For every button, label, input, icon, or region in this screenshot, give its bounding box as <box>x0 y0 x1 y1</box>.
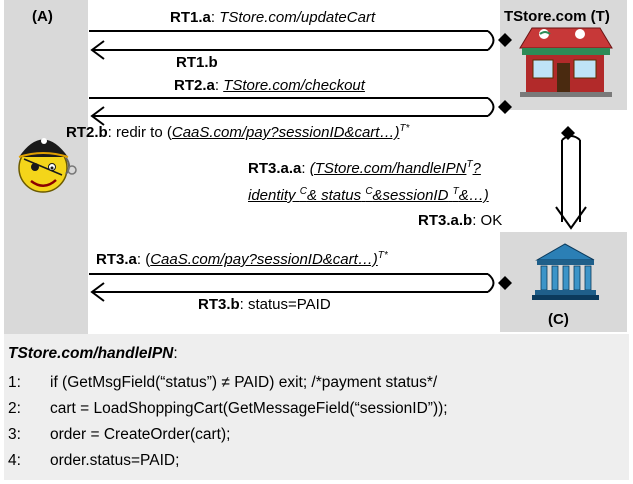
code-line-number: 4: <box>8 452 21 469</box>
code-line-number: 3: <box>8 426 21 443</box>
entity-c-label: (C) <box>548 311 569 328</box>
code-line-1: 1: if (GetMsgField(“status”) ≠ PAID) exit… <box>8 373 437 393</box>
rt2-turn <box>487 97 495 117</box>
rt3ab-text: : OK <box>472 212 503 229</box>
code-line-3: 3: order = CreateOrder(cart); <box>8 425 230 445</box>
pirate-smiley-icon <box>18 138 77 193</box>
rt3a-turn <box>561 135 581 141</box>
code-line-text: order = CreateOrder(cart); <box>50 426 231 443</box>
rt2a-url: TStore.com/checkout <box>223 77 365 94</box>
rt3aa-line2-c-sup: T <box>452 186 459 197</box>
rt3b-id: RT3.b <box>198 296 240 313</box>
bank-building-icon <box>532 243 599 300</box>
rt3aa-line2-b-sup: C <box>365 186 373 197</box>
rt3aa-line2-c: &sessionID <box>372 187 449 204</box>
rt3a-sup: T* <box>377 250 388 261</box>
rt3b-label: RT3.b: status=PAID <box>198 296 331 314</box>
rt1b-arrowhead <box>90 40 105 60</box>
rt3aa-line2-b: & status <box>306 187 362 204</box>
rt1-diamond <box>498 33 512 47</box>
rt3aa-line2-a-sup: C <box>299 186 307 197</box>
rt2b-label: RT2.b: redir to (CaaS.com/pay?sessionID&… <box>66 124 409 142</box>
rt2b-id: RT2.b <box>66 124 108 141</box>
rt1b-label: RT1.b <box>176 54 218 71</box>
code-line-text: if (GetMsgField(“status”) ≠ PAID) exit; … <box>50 374 438 391</box>
code-title-text: TStore.com/handleIPN <box>8 345 174 362</box>
entity-a-label: (A) <box>32 8 53 25</box>
rt2a-sep: : <box>214 77 224 94</box>
rt3a-id: RT3.a <box>96 251 137 268</box>
rt1a-url: TStore.com/updateCart <box>219 9 376 26</box>
rt3-diamond <box>498 276 512 290</box>
rt2-diamond <box>498 100 512 114</box>
rt3aa-id: RT3.a.a <box>248 160 302 177</box>
rt3aa-line1-sup: T <box>466 159 473 170</box>
rt3b-text: : status=PAID <box>239 296 331 313</box>
code-line-text: order.status=PAID; <box>50 452 180 469</box>
rt3a-label: RT3.a: (CaaS.com/pay?sessionID&cart…)T* <box>96 251 388 269</box>
rt3aa-line2-d: &…) <box>458 187 489 204</box>
rt1a-label: RT1.a: TStore.com/updateCart <box>170 9 375 27</box>
rt3aa-line1: (TStore.com/handleIPN <box>309 160 467 177</box>
rt3b-arrowhead <box>90 282 105 302</box>
rt3ab-id: RT3.a.b <box>418 212 473 229</box>
rt3aa-label-line1: RT3.a.a: (TStore.com/handleIPNT? <box>248 160 481 178</box>
rt3aa-sep: : <box>301 160 310 177</box>
rt3ab-label: RT3.a.b: OK <box>418 212 502 230</box>
code-title-suffix: : <box>173 345 178 362</box>
rt2b-sup: T* <box>399 123 410 134</box>
rt1-turn <box>487 30 495 51</box>
rt2b-text: : redir to ( <box>107 124 172 141</box>
rt3-turn <box>487 273 495 293</box>
rt2b-arrowhead <box>90 106 105 126</box>
rt3a-url: CaaS.com/pay?sessionID&cart…) <box>150 251 378 268</box>
code-line-2: 2: cart = LoadShoppingCart(GetMessageFiel… <box>8 399 448 419</box>
rt3aa-line2-a: identity <box>248 187 296 204</box>
code-line-text: cart = LoadShoppingCart(GetMessageField(… <box>50 400 448 417</box>
storefront-icon <box>519 27 613 97</box>
rt3aa-arrowhead <box>555 206 587 230</box>
code-line-number: 1: <box>8 374 21 391</box>
rt3a-text: : ( <box>136 251 151 268</box>
rt1a-id: RT1.a <box>170 9 211 26</box>
entity-t-label: TStore.com (T) <box>504 8 610 25</box>
rt3aa-label-line2: identity C& status C&sessionID T&…) <box>248 187 489 205</box>
rt2a-label: RT2.a: TStore.com/checkout <box>174 77 365 95</box>
rt3aa-line1-end: ? <box>472 160 481 177</box>
rt2b-url: CaaS.com/pay?sessionID&cart…) <box>171 124 400 141</box>
code-box <box>4 334 629 480</box>
code-line-4: 4: order.status=PAID; <box>8 451 179 471</box>
code-line-number: 2: <box>8 400 21 417</box>
rt1a-sep: : <box>210 9 220 26</box>
code-title: TStore.com/handleIPN: <box>8 344 178 364</box>
rt2a-id: RT2.a <box>174 77 215 94</box>
